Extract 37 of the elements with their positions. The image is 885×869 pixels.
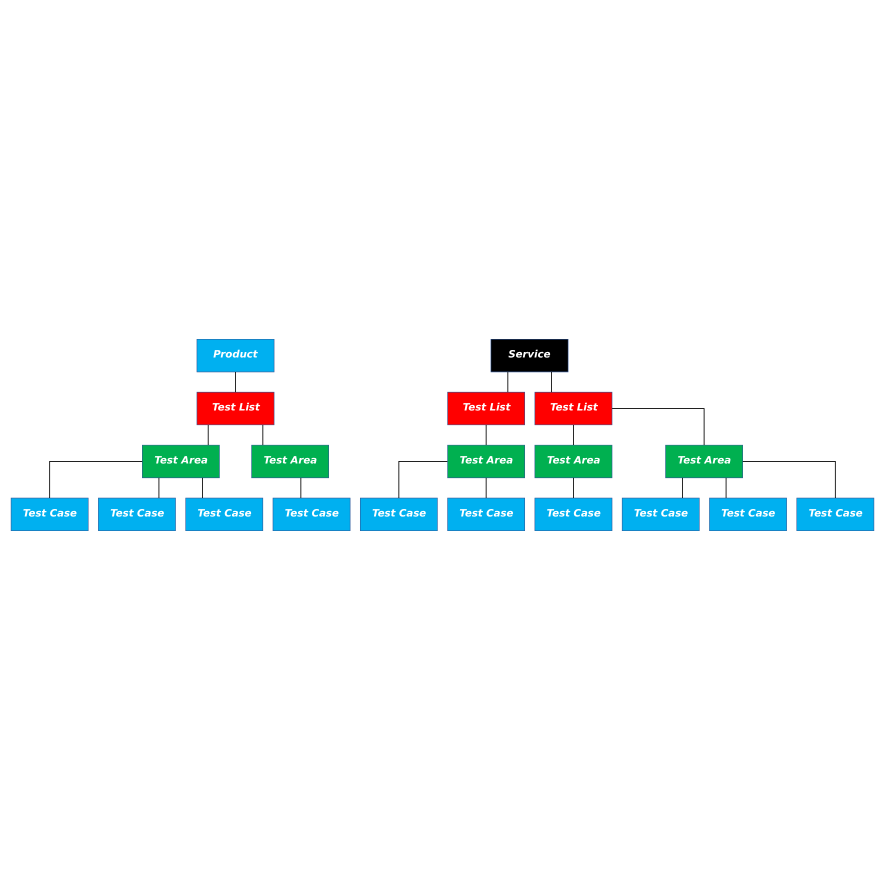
connector	[507, 371, 508, 392]
node-box: Test Case	[272, 497, 350, 531]
node-box: Test Area	[251, 444, 330, 478]
node-box: Service	[490, 338, 568, 372]
connector	[300, 477, 302, 498]
node-box: Test Case	[534, 497, 612, 531]
connector	[49, 460, 143, 498]
node-box: Test List	[534, 391, 612, 425]
connector	[573, 424, 574, 445]
connector	[551, 371, 552, 392]
connector	[208, 424, 209, 445]
connector	[612, 408, 705, 445]
node-box: Test Area	[534, 444, 612, 478]
node-box: Test List	[196, 391, 274, 425]
node-box: Test Area	[665, 444, 743, 478]
node-box: Test Area	[447, 444, 526, 478]
node-box: Product	[196, 338, 274, 372]
connector	[682, 477, 683, 498]
node-box: Test Area	[142, 444, 220, 478]
connector	[486, 477, 487, 498]
node-box: Test Case	[796, 497, 874, 531]
connector	[262, 424, 264, 445]
node-box: Test Case	[185, 497, 264, 531]
connector	[202, 477, 203, 498]
connector	[742, 460, 836, 498]
connector	[398, 460, 448, 498]
node-box: Test Case	[98, 497, 176, 531]
node-box: Test Case	[10, 497, 89, 531]
connector	[486, 424, 487, 445]
node-box: Test Case	[360, 497, 438, 531]
connector	[235, 371, 236, 392]
node-box: Test Case	[709, 497, 787, 531]
node-box: Test Case	[622, 497, 700, 531]
connector	[158, 477, 160, 498]
node-box: Test Case	[447, 497, 526, 531]
connector	[573, 477, 574, 498]
node-box: Test List	[447, 391, 526, 425]
